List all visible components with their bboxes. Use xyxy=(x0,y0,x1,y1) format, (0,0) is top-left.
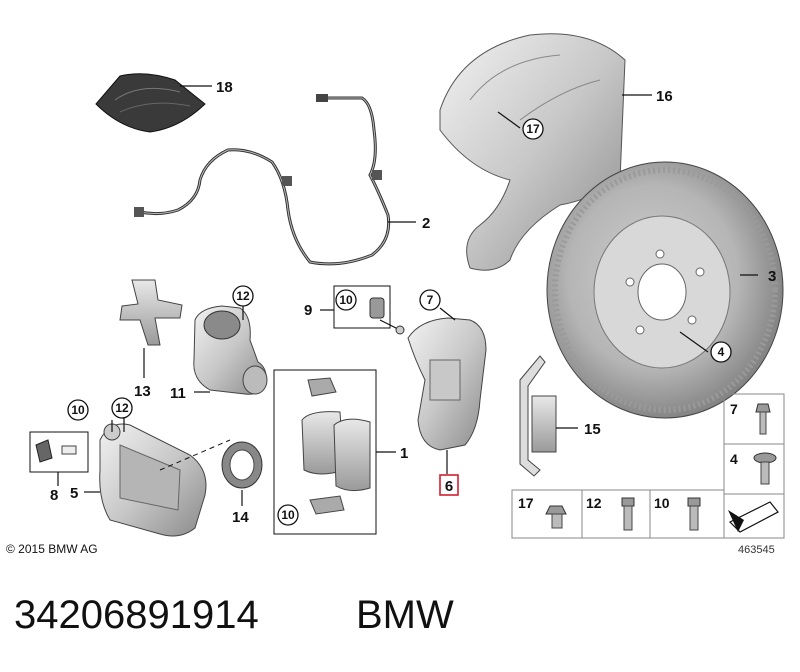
panel-label-10: 10 xyxy=(654,495,670,511)
svg-text:12: 12 xyxy=(236,289,250,303)
label-12-caliper: 12 xyxy=(111,397,133,419)
label-15: 15 xyxy=(584,421,601,438)
diagram-number: 463545 xyxy=(738,544,775,556)
part-15-anti-rattle-spring xyxy=(519,355,578,477)
svg-text:7: 7 xyxy=(427,293,434,307)
svg-text:10: 10 xyxy=(281,508,295,522)
part-2-wear-sensor-wire xyxy=(134,94,416,266)
label-3: 3 xyxy=(768,268,776,285)
label-10-bolt: 10 xyxy=(335,289,357,311)
label-9: 9 xyxy=(304,302,312,319)
fastener-panel-right xyxy=(723,393,785,539)
label-17-shield: 17 xyxy=(522,118,544,140)
part-9-guide-bolt-set xyxy=(320,285,405,335)
panel-label-12: 12 xyxy=(586,495,602,511)
svg-text:12: 12 xyxy=(115,401,129,415)
part-18-boot xyxy=(95,73,212,133)
label-14: 14 xyxy=(232,509,249,526)
copyright-text: © 2015 BMW AG xyxy=(6,542,98,556)
part-16-dust-shield xyxy=(439,33,652,271)
label-4-disc: 4 xyxy=(710,341,732,363)
label-7-carrier: 7 xyxy=(419,289,441,311)
svg-text:6: 6 xyxy=(445,478,453,495)
svg-text:10: 10 xyxy=(71,403,85,417)
label-1: 1 xyxy=(400,445,408,462)
part-14-seal-ring xyxy=(221,441,263,506)
panel-label-17: 17 xyxy=(518,495,534,511)
label-18: 18 xyxy=(216,79,233,96)
label-16: 16 xyxy=(656,88,673,105)
part-5-caliper-housing xyxy=(84,418,207,537)
label-11: 11 xyxy=(170,385,186,402)
part-6-caliper-carrier xyxy=(407,307,487,474)
part-number: 34206891914 xyxy=(14,593,259,637)
label-13: 13 xyxy=(134,383,151,400)
svg-text:17: 17 xyxy=(526,122,540,136)
part-1-brake-pad-set xyxy=(273,369,396,535)
label-10-pads: 10 xyxy=(277,504,299,526)
brand-name: BMW xyxy=(356,593,454,637)
label-5: 5 xyxy=(70,485,78,502)
part-11-parking-brake-motor xyxy=(193,305,268,395)
label-2: 2 xyxy=(422,215,430,232)
fastener-panel-bottom xyxy=(511,489,725,539)
svg-text:10: 10 xyxy=(339,293,353,307)
part-13-bracket xyxy=(119,279,183,378)
part-3-brake-disc xyxy=(546,161,784,419)
part-8-guide-clips xyxy=(29,431,89,486)
label-8: 8 xyxy=(50,487,58,504)
label-12-motor: 12 xyxy=(232,285,254,307)
label-10-caliper: 10 xyxy=(67,399,89,421)
panel-label-4: 4 xyxy=(730,451,738,467)
panel-label-7: 7 xyxy=(730,401,738,417)
svg-text:4: 4 xyxy=(718,345,725,359)
label-6-highlighted: 6 xyxy=(439,474,459,496)
